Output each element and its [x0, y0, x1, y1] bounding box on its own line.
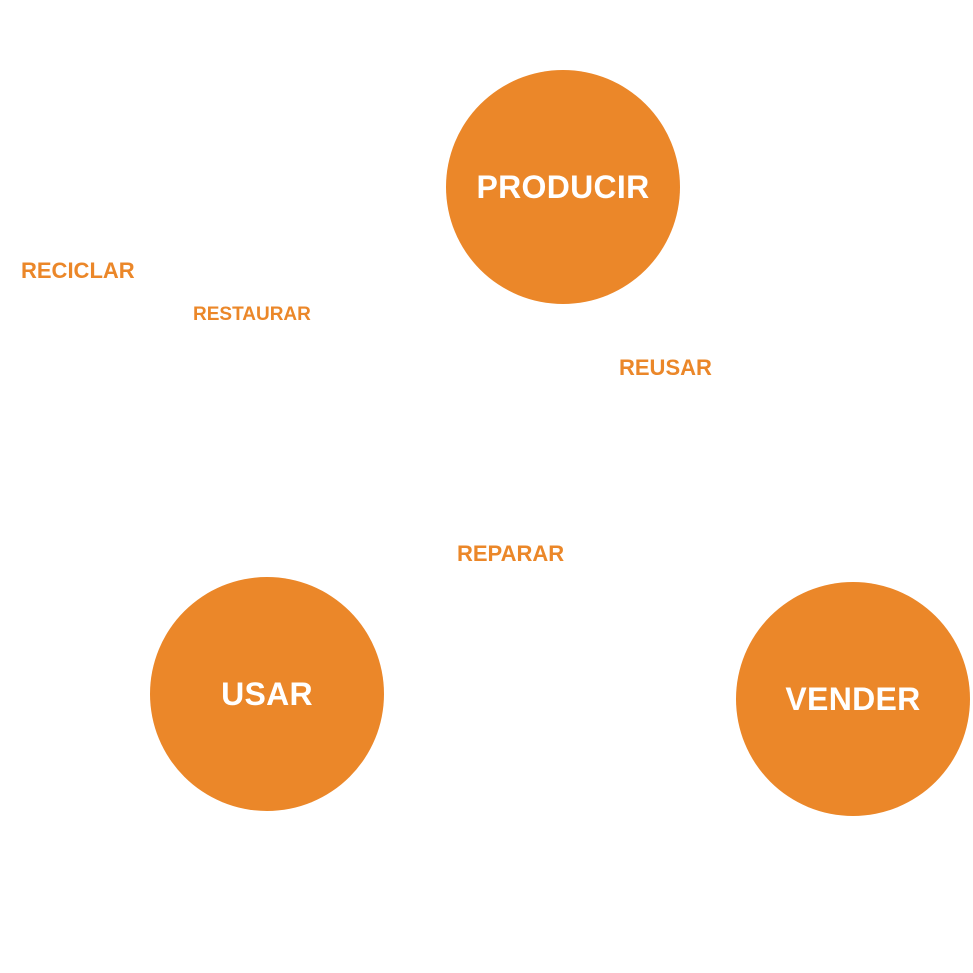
reparar-label: REPARAR — [457, 541, 565, 566]
reusar-label: REUSAR — [619, 355, 712, 380]
producir-node-label: PRODUCIR — [476, 168, 650, 205]
vender-node-label: VENDER — [785, 680, 921, 717]
producir-node: PRODUCIR — [446, 70, 680, 304]
usar-node-label: USAR — [221, 675, 313, 712]
reciclar-label: RECICLAR — [21, 258, 135, 283]
restaurar-label: RESTAURAR — [193, 304, 311, 325]
vender-node: VENDER — [736, 582, 970, 816]
usar-node: USAR — [150, 577, 384, 811]
